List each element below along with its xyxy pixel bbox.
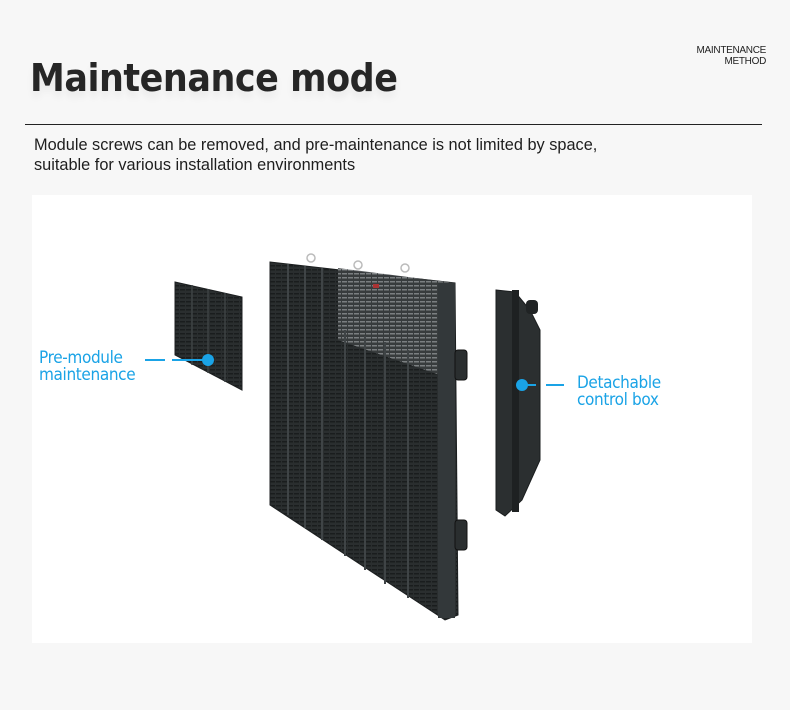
callout-control-box-label: Detachable control box: [577, 375, 661, 409]
callout-control-box-line2: control box: [577, 390, 659, 410]
callout-leader-line: [524, 384, 536, 386]
section-tag-line1: MAINTENANCE: [696, 45, 767, 56]
callout-dash: [145, 359, 165, 361]
callout-leader-line: [172, 359, 206, 361]
callout-dot-icon: [202, 354, 214, 366]
section-tag: MAINTENANCE METHOD: [696, 45, 767, 67]
callout-dash: [546, 384, 564, 386]
main-cabinet-image: [269, 253, 468, 621]
pre-module-image: [174, 281, 243, 391]
page-title: Maintenance mode: [30, 56, 398, 100]
title-divider: [25, 124, 762, 125]
description: Module screws can be removed, and pre-ma…: [34, 135, 706, 175]
section-tag-line2: METHOD: [724, 56, 766, 67]
callout-control-box-line1: Detachable: [577, 373, 661, 393]
description-line2: suitable for various installation enviro…: [34, 155, 356, 174]
callout-pre-module-line2: maintenance: [39, 365, 136, 385]
control-box-image: [495, 289, 541, 517]
callout-dot-icon: [516, 379, 528, 391]
description-line1: Module screws can be removed, and pre-ma…: [34, 135, 598, 154]
callout-pre-module-label: Pre-module maintenance: [39, 348, 136, 385]
callout-pre-module-line1: Pre-module: [39, 348, 123, 368]
